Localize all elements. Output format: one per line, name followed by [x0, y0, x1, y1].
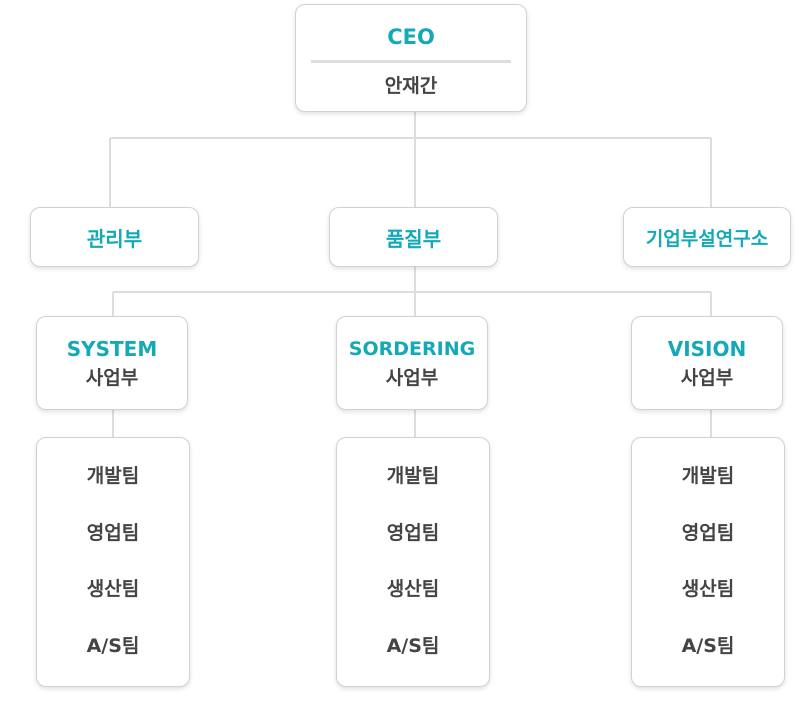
- team-item: 개발팀: [681, 465, 735, 487]
- team-item: 생산팀: [386, 578, 440, 601]
- unit-suffix: 사업부: [680, 367, 734, 389]
- ceo-divider: [311, 60, 511, 63]
- team-item: 생산팀: [681, 578, 735, 601]
- team-list-system: 개발팀 영업팀 생산팀 A/S팀: [36, 437, 190, 687]
- business-unit-system: SYSTEM 사업부: [36, 316, 188, 410]
- team-list-sordering: 개발팀 영업팀 생산팀 A/S팀: [336, 437, 490, 687]
- business-unit-vision: VISION 사업부: [631, 316, 783, 410]
- department-research-institute: 기업부설연구소: [623, 207, 791, 267]
- unit-suffix: 사업부: [385, 367, 439, 389]
- department-management: 관리부: [30, 207, 199, 267]
- unit-suffix: 사업부: [85, 367, 139, 389]
- team-item: 개발팀: [86, 465, 140, 487]
- department-quality: 품질부: [329, 207, 498, 267]
- unit-name: VISION: [667, 337, 747, 361]
- ceo-title: CEO: [387, 25, 435, 49]
- team-item: 개발팀: [386, 465, 440, 487]
- team-item: 영업팀: [386, 521, 440, 544]
- unit-name: SORDERING: [348, 338, 476, 360]
- ceo-name: 안재간: [384, 75, 438, 97]
- team-item: 생산팀: [86, 578, 140, 601]
- team-item: 영업팀: [681, 521, 735, 544]
- ceo-box: CEO 안재간: [295, 4, 527, 112]
- team-list-vision: 개발팀 영업팀 생산팀 A/S팀: [631, 437, 785, 687]
- team-item: A/S팀: [386, 634, 440, 657]
- unit-name: SYSTEM: [66, 337, 158, 361]
- team-item: A/S팀: [681, 634, 735, 657]
- business-unit-sordering: SORDERING 사업부: [336, 316, 488, 410]
- team-item: A/S팀: [86, 634, 140, 657]
- team-item: 영업팀: [86, 521, 140, 544]
